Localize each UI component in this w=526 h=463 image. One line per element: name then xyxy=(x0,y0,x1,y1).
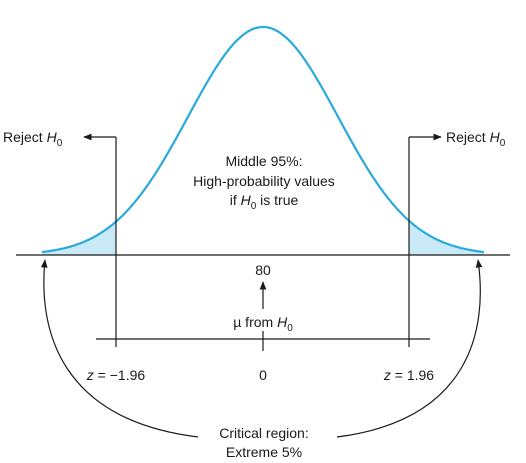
critical-region-line1: Critical region: xyxy=(219,425,308,441)
critical-region-line2: Extreme 5% xyxy=(226,444,302,460)
critical-region-arrow-left xyxy=(40,259,199,438)
critical-region-arrow-right xyxy=(336,259,483,438)
middle-region-line2: High-probability values xyxy=(193,173,335,189)
critical-region-left xyxy=(42,221,116,255)
normal-distribution-curve xyxy=(41,25,485,254)
z-label-right: z = 1.96 xyxy=(383,367,434,383)
middle-region-line1: Middle 95%: xyxy=(225,153,302,169)
reject-label-left: Reject H0 xyxy=(3,129,63,149)
middle-region-line3: if H0 is true xyxy=(230,192,299,212)
mu-label: µ from H0 xyxy=(233,314,293,334)
reject-label-right: Reject H0 xyxy=(446,129,506,149)
critical-region-right xyxy=(409,220,484,255)
mean-value-label: 80 xyxy=(255,262,271,278)
z-label-left: z = −1.96 xyxy=(86,367,146,383)
z-label-center: 0 xyxy=(259,367,267,383)
